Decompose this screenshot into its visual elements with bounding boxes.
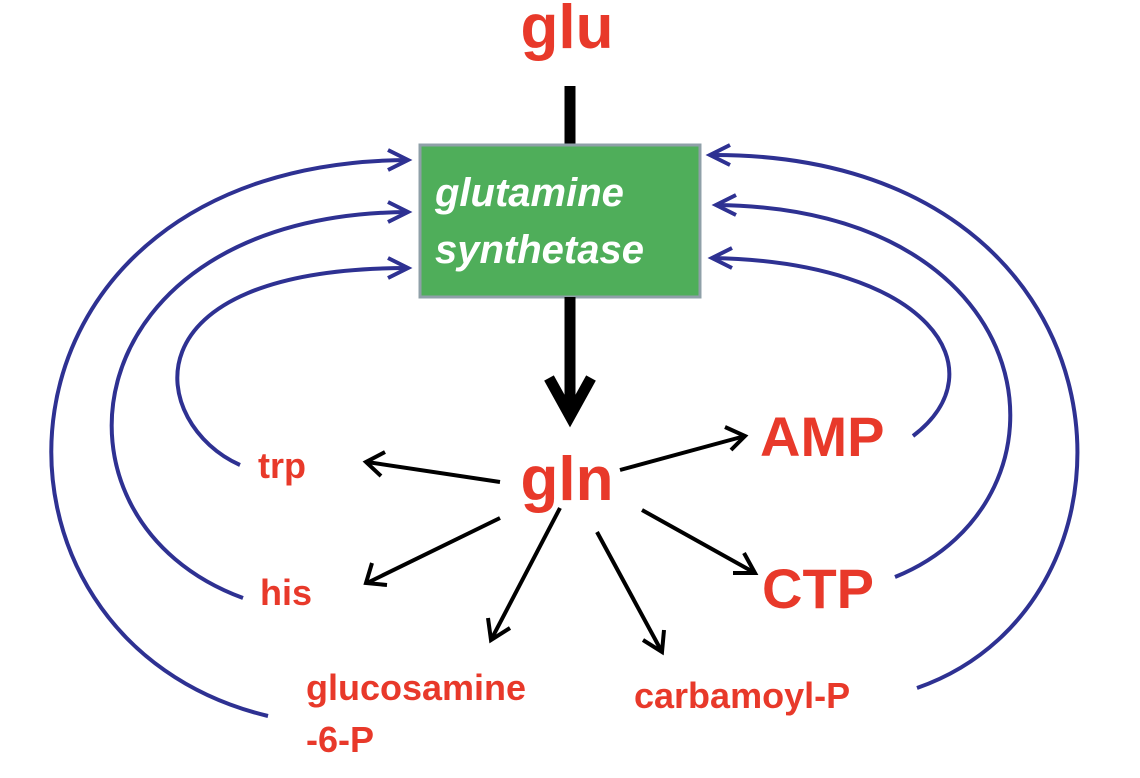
- feedback-arrow-amp: [707, 246, 952, 438]
- flow-arrow-gln-to-amp: [619, 425, 749, 472]
- flow-arrow-gln-to-ctp: [641, 508, 759, 575]
- end-product-carbamoyl-p: carbamoyl-P: [634, 675, 850, 716]
- feedback-arrow-trp: [175, 256, 413, 467]
- end-product-trp: trp: [258, 445, 306, 486]
- enzyme-box: glutamine synthetase: [418, 143, 702, 299]
- feedback-arrow-glucosamine: [49, 148, 413, 718]
- flow-arrow-gln-to-carbamoyl: [595, 531, 666, 656]
- feedback-arrow-his: [109, 200, 413, 600]
- end-product-glucosamine-line1: glucosamine: [306, 667, 526, 708]
- enzyme-label-line1: glutamine: [434, 171, 624, 215]
- flow-arrow-gln-to-his: [363, 516, 501, 587]
- feedback-arrow-ctp: [711, 193, 1013, 579]
- product-gln: gln: [521, 445, 614, 514]
- flow-arrow-gln-to-trp: [362, 450, 501, 484]
- end-product-ctp: CTP: [762, 557, 874, 620]
- substrate-glu: glu: [521, 0, 614, 62]
- end-product-his: his: [260, 572, 312, 613]
- flow-arrow-enzyme-to-gln: [544, 297, 596, 428]
- flow-arrow-gln-to-glucosamine: [486, 507, 562, 644]
- end-product-glucosamine-line2: -6-P: [306, 719, 374, 760]
- end-product-amp: AMP: [760, 405, 884, 468]
- feedback-arrow-carbamoyl-p: [705, 143, 1080, 690]
- enzyme-label-line2: synthetase: [435, 228, 644, 272]
